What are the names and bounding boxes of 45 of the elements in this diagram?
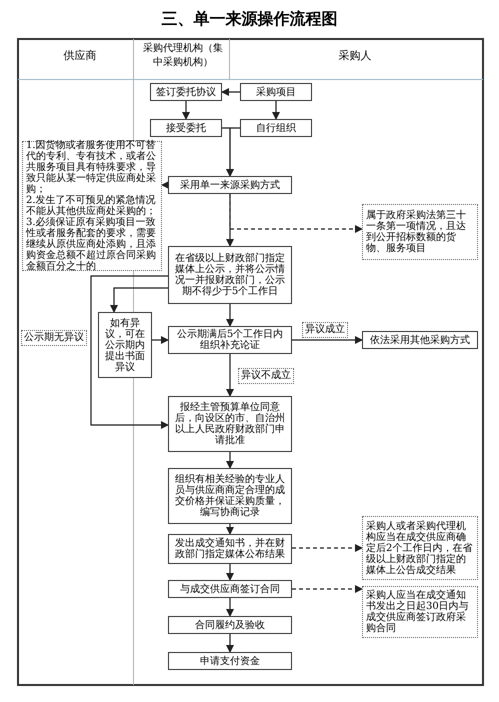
- process-box: 接受委托: [150, 119, 222, 137]
- process-box: 组织有相关经验的专业人员与供应商商定合理的成交价格并保证采购质量，编写协商记录: [168, 468, 292, 524]
- process-box: 报经主管预算单位同意后，向设区的市、自治州以上人民政府财政部门申请批准: [168, 396, 292, 452]
- arrow: [152, 336, 169, 344]
- lane-header: 采购代理机构（集中采购机构）: [142, 42, 224, 70]
- arrow: [226, 564, 234, 581]
- arrow: [226, 304, 234, 327]
- arrow: [226, 524, 234, 535]
- process-box: 签订委托协议: [150, 83, 222, 101]
- arrow: [182, 101, 190, 120]
- process-box: 公示期满后5个工作日内组织补充论证: [168, 326, 292, 354]
- edge-label: 公示期无异议: [21, 330, 87, 346]
- arrow: [226, 354, 234, 397]
- arrow: [221, 88, 240, 96]
- arrow: [292, 336, 363, 344]
- note-box: 1.因货物或者服务使用不可替代的专利、专有技术，或者公共服务项目具有特殊要求，导致只能从某一特定供应商处采购； 2.发生了不可预见的紧急情况不能从其他供应商处采购的； 3.必须保证原有采购项目一致性或者服务配套的要求，需要继续从原供应商处添购，且添购资金总额不超过原合同采购金额百分之十的: [22, 141, 162, 271]
- note-box: 属于政府采购法第三十一条第一项情况，且达到公开招标数额的货物、服务项目: [362, 204, 478, 260]
- process-box: 申请支付资金: [168, 652, 292, 670]
- arrow: [90, 275, 169, 429]
- note-box: 采购人应当在成交通知书发出之日起30日内与成交供应商签订政府采购合同: [362, 586, 478, 638]
- process-box: 采用单一来源采购方式: [168, 176, 292, 194]
- arrow: [226, 127, 240, 177]
- process-box: 采购项目: [240, 83, 312, 101]
- dashed-arrow: [161, 181, 169, 189]
- arrow: [272, 101, 280, 120]
- process-box: 自行组织: [240, 119, 312, 137]
- arrow: [110, 287, 168, 313]
- process-box: 发出成交通知书，并在财政部门指定媒体公布结果: [168, 534, 292, 564]
- arrow: [226, 598, 234, 617]
- process-box: 合同履约及验收: [168, 616, 292, 634]
- edge-label: 异议成立: [302, 322, 348, 338]
- dashed-arrow: [292, 544, 363, 552]
- arrow: [226, 452, 234, 469]
- lane-header: 采购人: [338, 48, 372, 64]
- edge-label: 异议不成立: [238, 368, 294, 384]
- dashed-arrow: [292, 585, 363, 593]
- note-box: 采购人或者采购代理机构应当在成交供应商确定后2个工作日内，在省级以上财政部门指定的媒体上公告成交结果: [362, 516, 478, 580]
- process-box: 与成交供应商签订合同: [168, 580, 292, 598]
- process-box: 在省级以上财政部门指定媒体上公示，并将公示情况一并报财政部门，公示期不得少于5个工作日: [168, 246, 292, 304]
- diagram-title: 三、单一来源操作流程图: [160, 8, 338, 30]
- dashed-arrow: [229, 194, 363, 233]
- lane-header: 供应商: [62, 48, 98, 64]
- process-box: 如有异议，可在公示期内提出书面异议: [98, 312, 152, 378]
- arrow: [226, 634, 234, 653]
- process-box: 依法采用其他采购方式: [362, 331, 478, 349]
